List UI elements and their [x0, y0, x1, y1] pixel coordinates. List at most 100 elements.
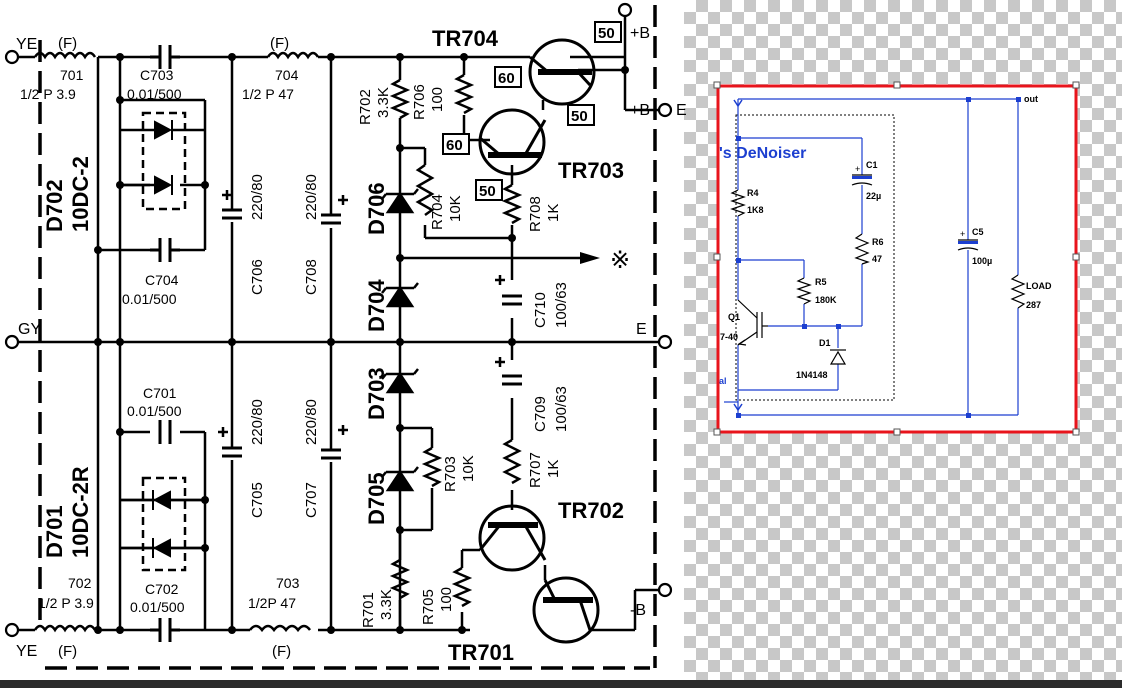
- clipped-e-label: E: [676, 102, 687, 119]
- tr704-label: TR704: [432, 26, 499, 51]
- circuit-junctions: [736, 97, 1021, 418]
- circuit-wires: [724, 98, 1019, 416]
- resize-handle-w: [713, 253, 721, 261]
- resize-handle-s: [893, 428, 901, 436]
- label-r707-0: R707: [527, 452, 544, 488]
- label-r702-0: R702: [357, 89, 374, 125]
- label-r706-1: 100: [429, 87, 446, 112]
- cap-polarity-marks: ++: [855, 164, 965, 239]
- label-r708-1: 1K: [545, 204, 562, 222]
- label-c707-0: C707: [303, 482, 320, 518]
- label-c1-0: C1: [866, 160, 878, 170]
- junction-dots: [94, 53, 629, 634]
- label-r704-0: R704: [429, 194, 446, 230]
- label-c703-0: C703: [140, 67, 174, 83]
- label-d1-1: 1N4148: [796, 370, 828, 380]
- label-diodes-d705: D705: [364, 472, 389, 525]
- label-badges-3: 60: [446, 137, 463, 154]
- fuse-marker-3: (F): [58, 643, 77, 660]
- label-r701-fuse-0: 701: [60, 67, 84, 83]
- d1-diode: [829, 349, 847, 365]
- fuse-marker-2: (F): [270, 35, 289, 52]
- label-c5-1: 100µ: [972, 256, 992, 266]
- label-d1-0: D1: [819, 338, 831, 348]
- circuit-resistors: [730, 189, 1026, 309]
- label-r708-0: R708: [527, 196, 544, 232]
- zener-diodes: [381, 188, 419, 492]
- label-r701-0: R701: [360, 592, 377, 628]
- small-capacitors: [150, 45, 180, 642]
- label-r703-0: R703: [442, 456, 459, 492]
- cap-plus-signs: [218, 190, 505, 437]
- resize-handle-nw: [713, 81, 721, 89]
- ltspice-schematic[interactable]: ++ 's DeNoiser out R4 1K8 C1 22µ R6 47 R…: [713, 81, 1080, 436]
- label-c705-0: C705: [249, 482, 266, 518]
- resize-handle-se: [1072, 428, 1080, 436]
- terminal-plus-b-top: +B: [630, 25, 650, 42]
- terminal-gy: GY: [18, 321, 41, 338]
- resize-handle-ne: [1072, 81, 1080, 89]
- label-r702-1: 3.3K: [375, 87, 392, 118]
- probe-markers: [733, 99, 743, 412]
- label-r706-0: R706: [411, 84, 428, 120]
- label-r5-1: 180K: [815, 295, 837, 305]
- bottom-strip: [0, 680, 1122, 688]
- label-c703-1: 0.01/500: [127, 86, 182, 102]
- transistor-bars: [488, 69, 593, 603]
- label-c707-1: 220/80: [303, 399, 320, 445]
- label-right-schematic-fragment-left-2: al: [719, 376, 727, 386]
- label-r6-0: R6: [872, 237, 884, 247]
- terminal-ye-bottom: YE: [16, 643, 37, 660]
- label-d702-1: 10DC-2: [68, 156, 93, 232]
- label-d701-1: 10DC-2R: [68, 466, 93, 558]
- label-r703-1: 10K: [460, 455, 477, 482]
- label-r704-1: 10K: [447, 195, 464, 222]
- resize-handle-n: [893, 81, 901, 89]
- label-c704-0: C704: [145, 272, 179, 288]
- resistors: [389, 73, 523, 630]
- bridge-wires: [120, 128, 205, 550]
- terminal-ye-top: YE: [16, 36, 37, 53]
- label-r703-fuse-1: 1/2P 47: [248, 595, 296, 611]
- resize-handle-sw: [713, 428, 721, 436]
- fuse-marker-1: (F): [58, 35, 77, 52]
- terminal-plus-b-mid: +B: [630, 102, 650, 119]
- label-d701-0: D701: [42, 505, 67, 558]
- label-load-0: LOAD: [1026, 281, 1052, 291]
- label-c710-0: C710: [532, 292, 549, 328]
- label-r701-1: 3.3K: [378, 589, 395, 620]
- dashed-border: [38, 5, 657, 670]
- label-r4-1: 1K8: [747, 205, 764, 215]
- unclear-mark: ※: [610, 247, 630, 274]
- label-c701-1: 0.01/500: [127, 403, 182, 419]
- label-c704-1: 0.01/500: [122, 291, 177, 307]
- terminal-minus-b: -B: [630, 602, 646, 619]
- circuit-capacitors: [851, 174, 979, 251]
- label-r703-fuse-0: 703: [276, 575, 300, 591]
- label-r4-0: R4: [747, 188, 759, 198]
- label-c706-0: C706: [249, 259, 266, 295]
- label-r704-fuse-1: 1/2 P 47: [242, 86, 294, 102]
- label-r705-1: 100: [438, 587, 455, 612]
- label-c710-1: 100/63: [553, 282, 570, 328]
- resize-handles[interactable]: [713, 81, 1080, 436]
- electrolytic-capacitors: [222, 208, 522, 460]
- label-c702-1: 0.01/500: [130, 599, 185, 615]
- label-r702-fuse-0: 702: [68, 575, 92, 591]
- fuse-marker-4: (F): [272, 643, 291, 660]
- label-r701-fuse-1: 1/2 P 3.9: [20, 86, 76, 102]
- label-r5-0: R5: [815, 277, 827, 287]
- label-r704-fuse-0: 704: [275, 67, 299, 83]
- label-diodes-d703: D703: [364, 367, 389, 420]
- label-c708-0: C708: [303, 259, 320, 295]
- circuit-title: 's DeNoiser: [719, 145, 806, 162]
- terminal-e: E: [636, 321, 647, 338]
- label-d702-0: D702: [42, 179, 67, 232]
- scanned-schematic[interactable]: YE (F) (F) (F) (F) YE GY E +B +B -B E ※ …: [0, 0, 687, 680]
- tr703-label: TR703: [558, 158, 624, 183]
- label-right-schematic-fragment-left-1: 7-40: [720, 332, 738, 342]
- tr702-label: TR702: [558, 498, 624, 523]
- label-c709-1: 100/63: [553, 386, 570, 432]
- label-c705-1: 220/80: [249, 399, 266, 445]
- q1-transistor: [737, 299, 768, 346]
